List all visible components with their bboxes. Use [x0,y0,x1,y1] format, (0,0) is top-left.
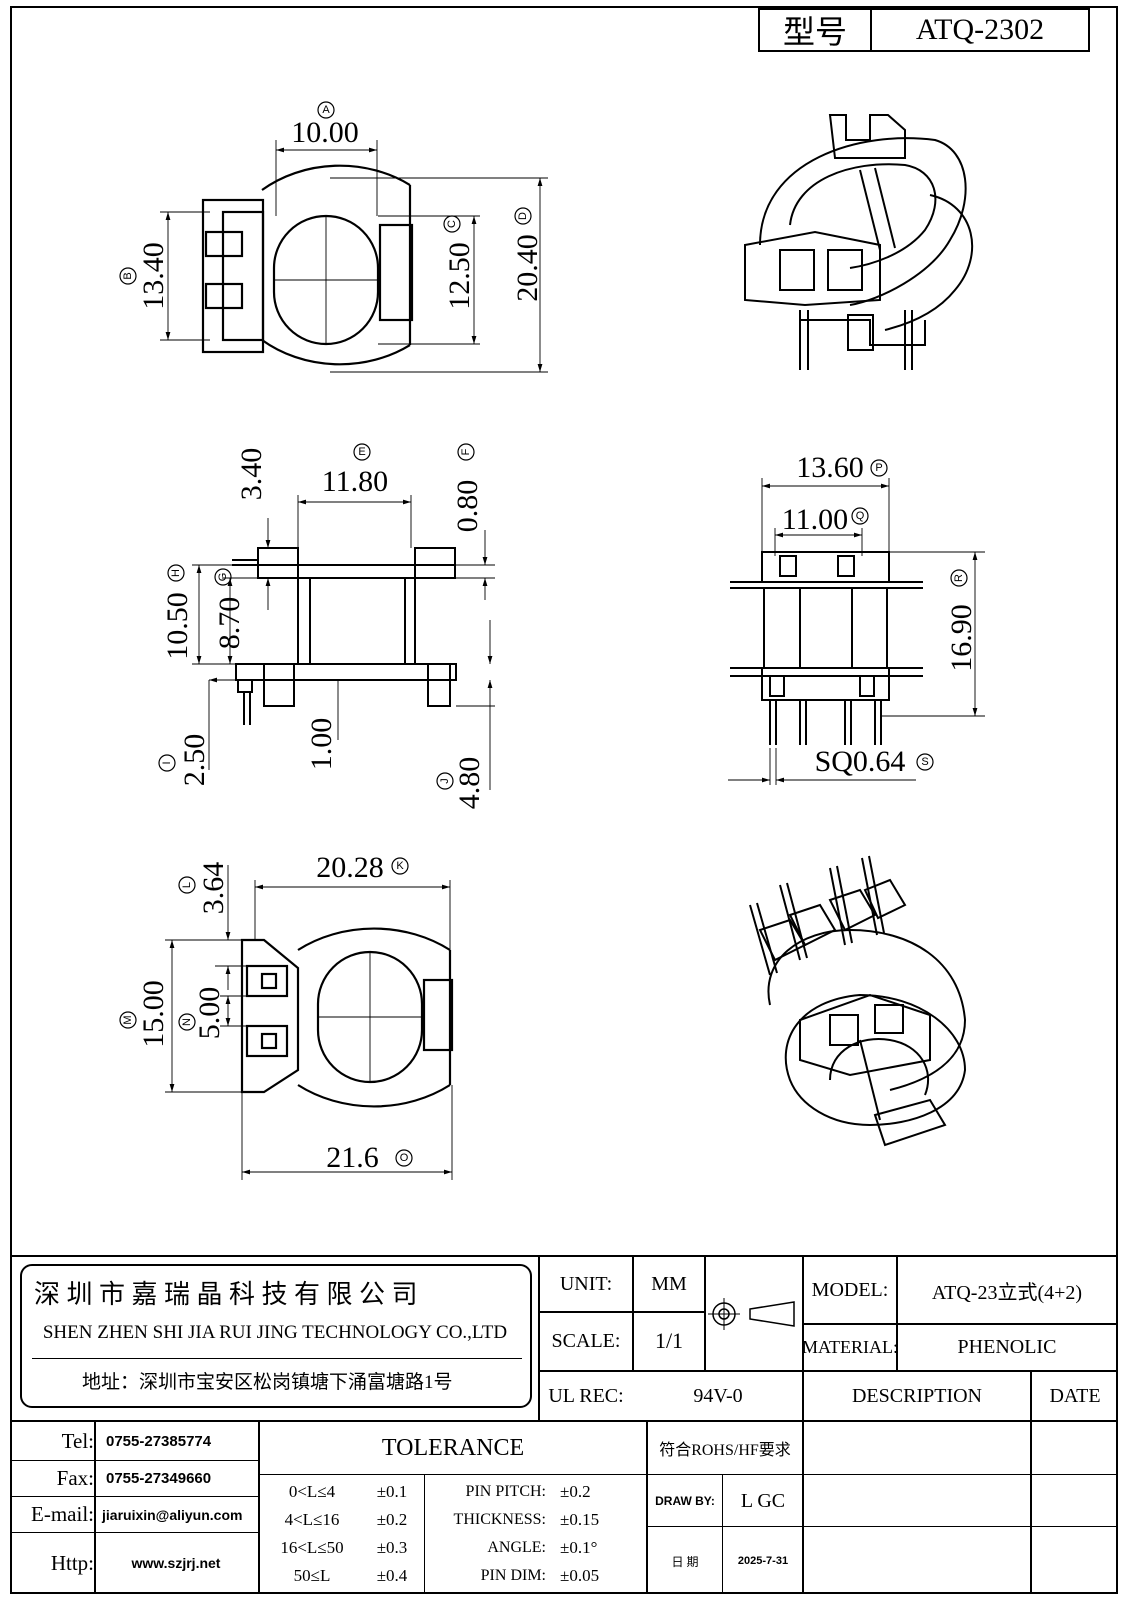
tol-range-1: 0<L≤4 [288,1482,336,1501]
title-block [10,1255,1118,1594]
iso-view-bottom [749,855,967,1147]
tol-value-3: ±0.3 [376,1538,408,1557]
label-R: R [953,574,965,582]
label-B: B [122,272,134,280]
dim-E-top: 3.40 [235,447,268,501]
label-J: J [439,778,451,784]
dim-G: 8.70 [213,596,246,650]
dim-O: 21.6 [326,1141,379,1174]
date-small-label: 日 期 [671,1554,699,1569]
label-M: M [122,1015,134,1025]
http-label: Http: [50,1550,94,1575]
dim-mid: 1.00 [305,717,338,771]
dim-P: 13.60 [796,451,864,484]
tel-label: Tel: [61,1428,94,1453]
unit-value: MM [651,1272,687,1295]
draw-by-value: L GC [740,1489,786,1512]
dim-D: 20.40 [511,234,544,302]
email-value[interactable]: jiaruixin@aliyun.com [102,1506,243,1523]
label-A: A [322,104,330,116]
label-S: S [921,756,929,768]
label-I: I [161,761,173,765]
header-model-value: ATQ-2302 [915,13,1045,46]
dim-L: 3.64 [197,861,230,915]
header-model-label: 型号 [782,14,847,50]
material-label: MATERIAL: [802,1336,898,1357]
model-value: ATQ-23立式(4+2) [931,1281,1083,1304]
dim-E: 11.80 [321,465,389,498]
label-O: O [399,1152,409,1164]
spec-name-4: PIN DIM: [480,1567,546,1584]
iso-view-top [744,114,974,370]
dim-N: 5.00 [193,986,226,1040]
tol-range-2: 4<L≤16 [284,1510,340,1529]
dim-J: 4.80 [453,756,486,810]
date-label: DATE [1049,1384,1101,1407]
spec-tol-3: ±0.1° [560,1538,598,1557]
projection-symbol-icon [708,1298,795,1330]
spec-tol-2: ±0.15 [560,1510,600,1529]
dim-Q: 11.00 [781,503,849,536]
spec-name-3: ANGLE: [487,1539,546,1556]
company-box [20,1264,532,1408]
draw-by-label: DRAW BY: [655,1494,715,1508]
ul-value: 94V-0 [693,1384,743,1407]
description-label: DESCRIPTION [851,1384,982,1407]
dim-C: 12.50 [443,242,476,310]
dim-I: 2.50 [178,733,211,787]
top-view [201,164,414,366]
technical-drawing [119,101,985,1180]
material-value: PHENOLIC [957,1335,1057,1358]
scale-value: 1/1 [654,1328,684,1353]
tolerance-title: TOLERANCE [381,1434,525,1461]
header-model-box [758,8,1090,52]
rohs-note: 符合ROHS/HF要求 [659,1442,791,1459]
dim-F: 0.80 [451,479,484,533]
spec-name-2: THICKNESS: [453,1511,546,1528]
ul-label: UL REC: [548,1384,624,1407]
dim-B: 13.40 [137,242,170,310]
email-label: E-mail: [31,1502,94,1526]
spec-tol-1: ±0.2 [560,1482,591,1501]
label-E: E [358,446,366,458]
dim-M: 15.00 [137,980,170,1048]
side-view [232,547,457,725]
tel-value: 0755-27385774 [106,1432,212,1450]
dim-R: 16.90 [945,604,978,672]
label-Q: Q [855,510,865,522]
dim-A: 10.00 [291,116,359,149]
label-L: L [181,881,193,889]
scale-label: SCALE: [551,1329,621,1352]
model-label: MODEL: [811,1278,889,1301]
company-name-en: SHEN ZHEN SHI JIA RUI JING TECHNOLOGY CO… [42,1322,508,1343]
tol-value-4: ±0.4 [376,1566,408,1585]
http-value[interactable]: www.szjrj.net [131,1555,221,1571]
tol-range-3: 16<L≤50 [280,1538,344,1557]
circled-letters [119,101,968,1167]
dim-H: 10.50 [161,592,194,660]
label-P: P [875,462,883,474]
bottom-view [240,927,454,1108]
company-name-cn: 深 圳 市 嘉 瑞 晶 科 技 有 限 公 司 [34,1279,418,1309]
spec-tol-4: ±0.05 [560,1566,600,1585]
tol-value-1: ±0.1 [376,1482,408,1501]
tol-value-2: ±0.2 [376,1510,408,1529]
label-K: K [396,860,404,872]
fax-value: 0755-27349660 [106,1470,212,1487]
unit-label: UNIT: [559,1272,613,1295]
company-address: 地址：深圳市宝安区松岗镇塘下涌富塘路1号 [82,1371,453,1393]
dim-S: SQ0.64 [814,745,906,778]
spec-name-1: PIN PITCH: [465,1483,546,1500]
front-view [730,551,923,745]
tol-range-4: 50≤L [293,1566,331,1585]
dim-K: 20.28 [316,851,384,884]
date-value: 2025-7-31 [737,1555,789,1567]
fax-label: Fax: [56,1466,94,1490]
